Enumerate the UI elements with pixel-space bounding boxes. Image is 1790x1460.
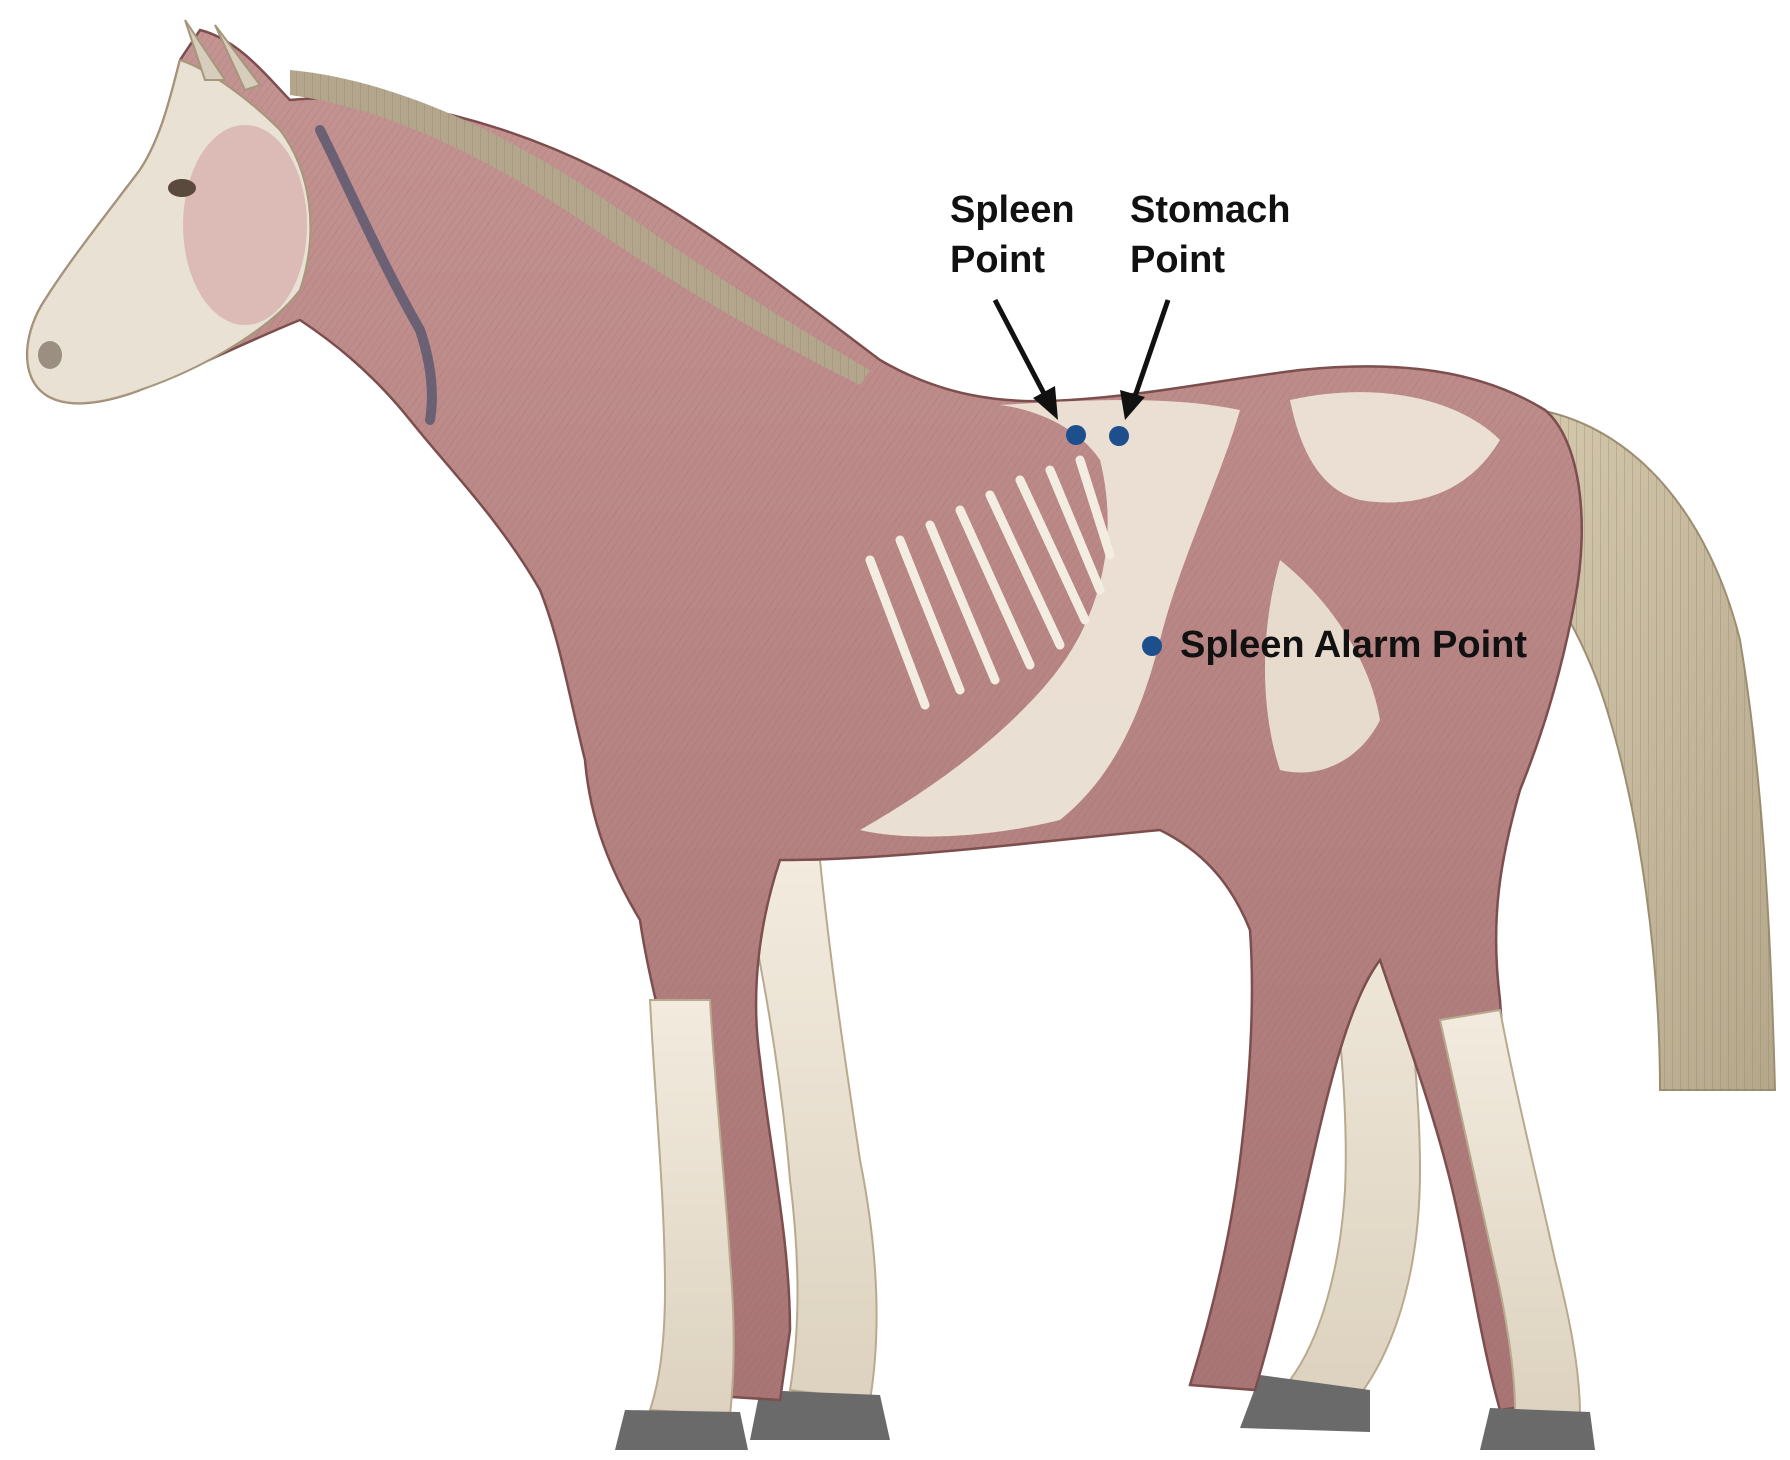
spleen-alarm-point-dot xyxy=(1142,636,1162,656)
spleen-point-label: Spleen Point xyxy=(950,185,1075,285)
spleen-point-dot xyxy=(1066,425,1086,445)
stomach-point-label-line2: Point xyxy=(1130,235,1290,285)
spleen-alarm-point-label: Spleen Alarm Point xyxy=(1180,620,1527,670)
spleen-point-label-line1: Spleen xyxy=(950,185,1075,235)
stomach-point-dot xyxy=(1109,426,1129,446)
stomach-point-label-line1: Stomach xyxy=(1130,185,1290,235)
stomach-point-label: Stomach Point xyxy=(1130,185,1290,285)
spleen-point-arrow xyxy=(995,300,1050,405)
spleen-point-label-line2: Point xyxy=(950,235,1075,285)
